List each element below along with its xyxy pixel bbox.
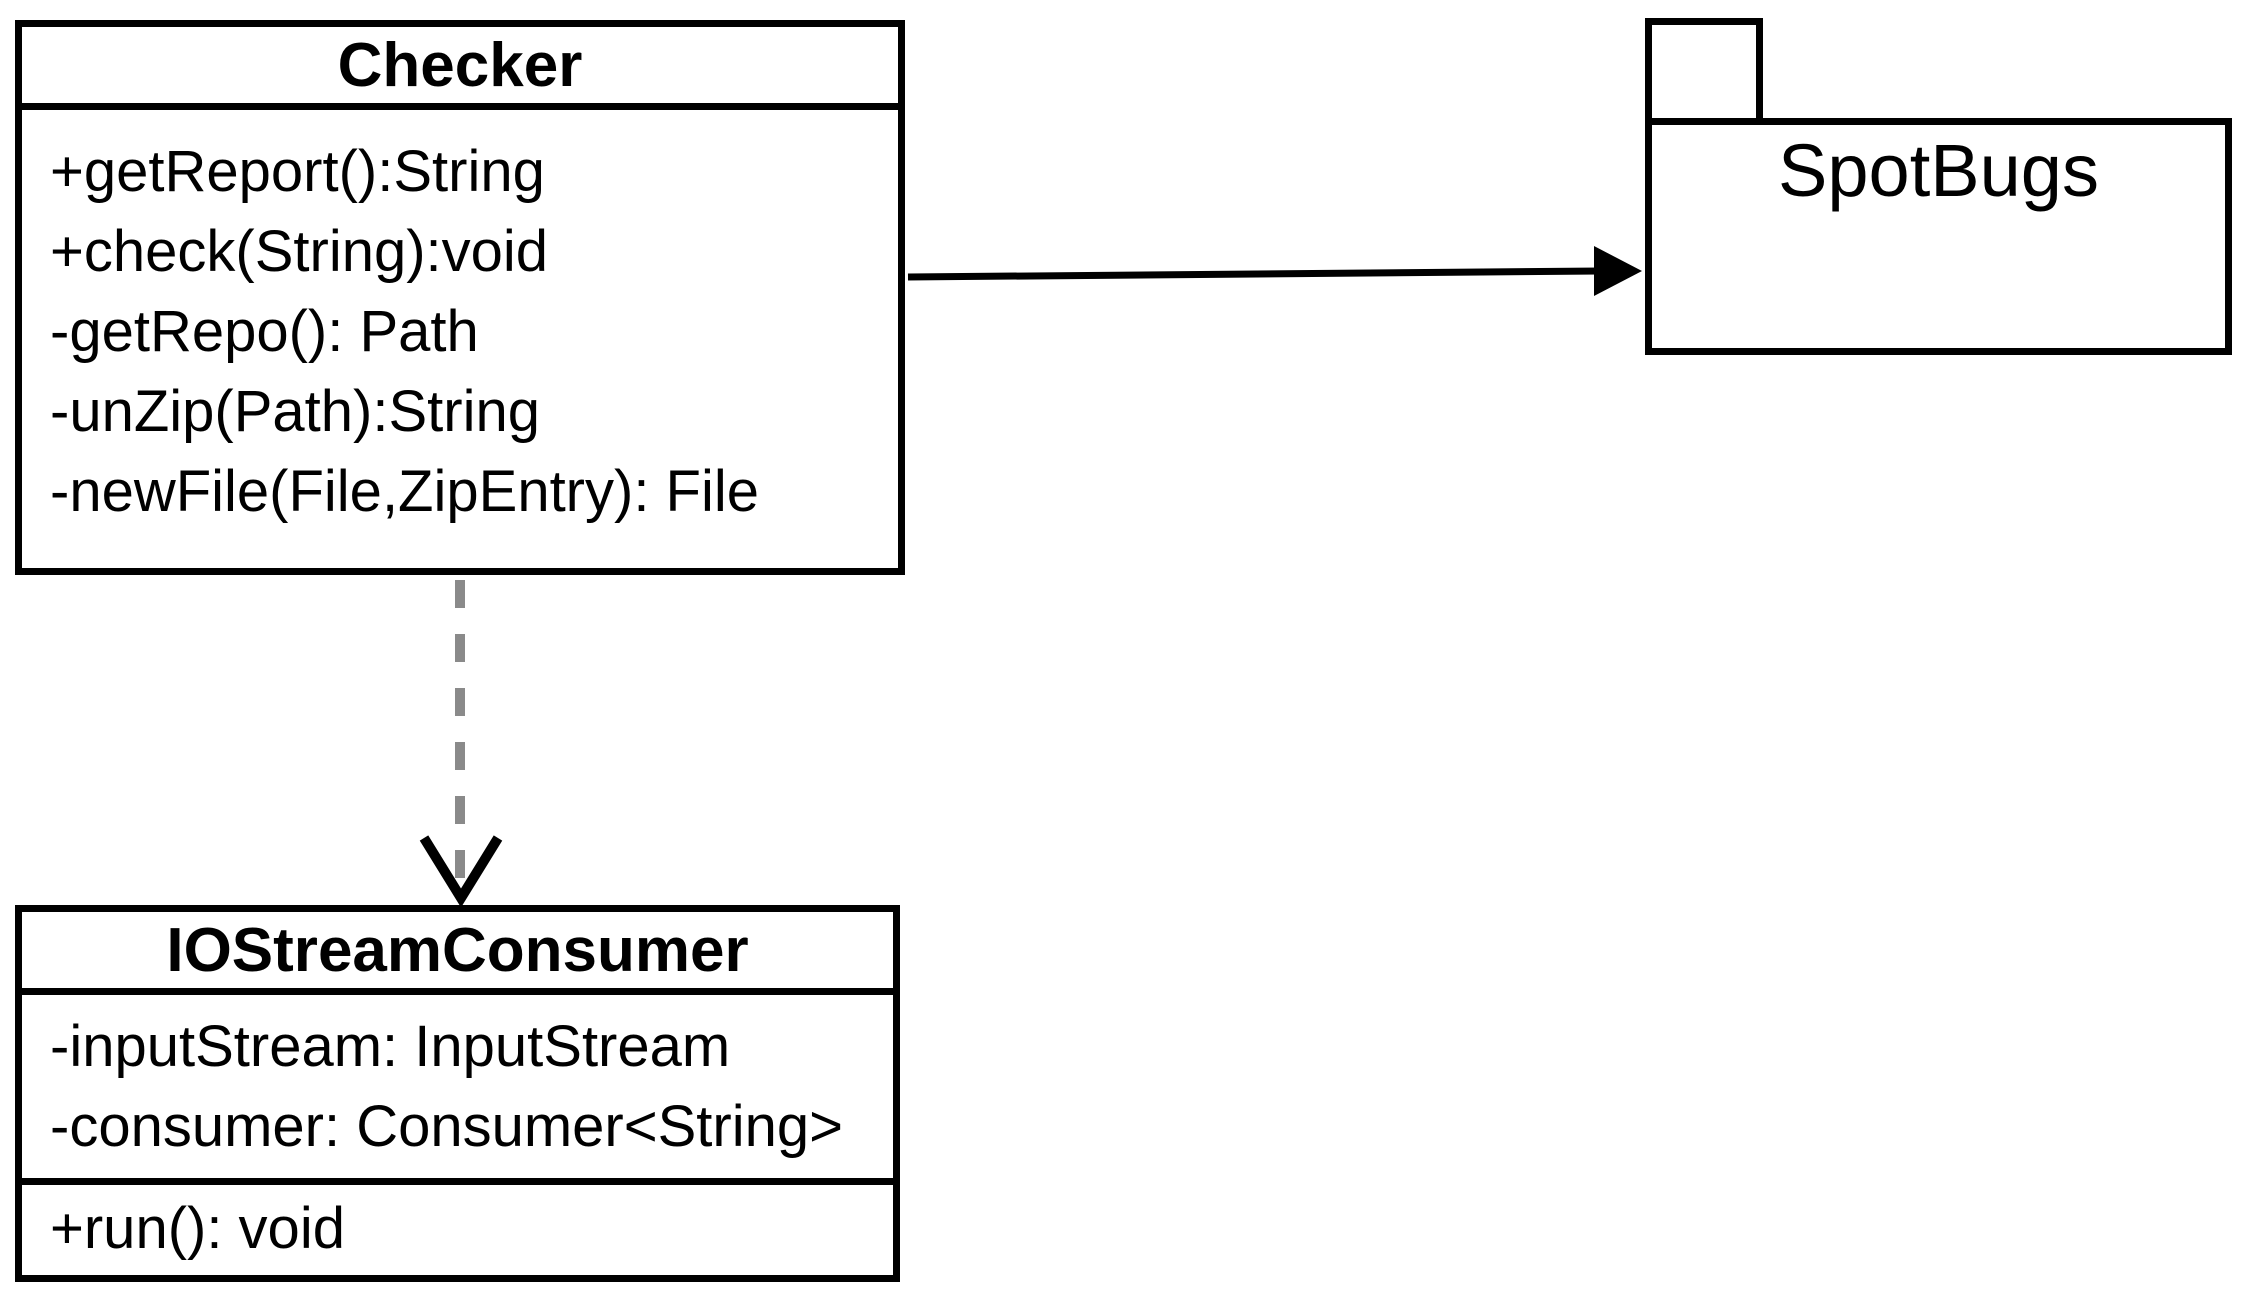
spotbugs-package-tab xyxy=(1645,18,1763,125)
spotbugs-package-label: SpotBugs xyxy=(1778,129,2099,212)
open-arrowhead-icon xyxy=(419,835,503,908)
filled-arrowhead-icon xyxy=(1594,246,1642,296)
iostreamconsumer-method: +run(): void xyxy=(50,1196,345,1261)
checker-member: -newFile(File,ZipEntry): File xyxy=(50,459,759,524)
iostreamconsumer-attribute: -inputStream: InputStream xyxy=(50,1014,731,1079)
iostreamconsumer-attributes-section: -inputStream: InputStream -consumer: Con… xyxy=(22,995,893,1185)
spotbugs-package: SpotBugs xyxy=(1645,118,2232,355)
association-line xyxy=(907,267,1601,281)
checker-member: -getRepo(): Path xyxy=(50,299,479,364)
checker-class-title: Checker xyxy=(22,27,898,110)
checker-member: +check(String):void xyxy=(50,219,549,284)
iostreamconsumer-methods-section: +run(): void xyxy=(22,1185,893,1275)
checker-member: -unZip(Path):String xyxy=(50,379,540,444)
checker-class: Checker +getReport():String +check(Strin… xyxy=(15,20,905,575)
iostreamconsumer-attribute: -consumer: Consumer<String> xyxy=(50,1094,843,1159)
iostreamconsumer-class: IOStreamConsumer -inputStream: InputStre… xyxy=(15,905,900,1282)
checker-members-section: +getReport():String +check(String):void … xyxy=(22,110,898,568)
iostreamconsumer-class-title: IOStreamConsumer xyxy=(22,912,893,995)
checker-member: +getReport():String xyxy=(50,139,545,204)
